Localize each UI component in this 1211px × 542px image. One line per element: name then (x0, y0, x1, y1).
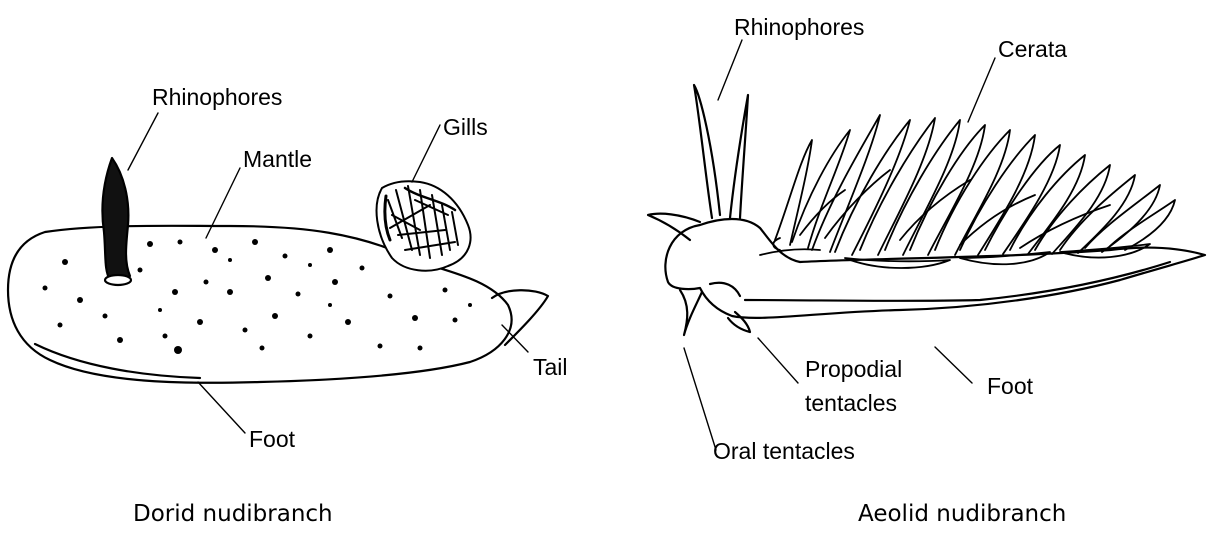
dorid-tail (492, 290, 548, 345)
label-dorid-gills: Gills (443, 116, 488, 139)
label-aeolid-rhinophores: Rhinophores (734, 16, 864, 39)
label-aeolid-cerata: Cerata (998, 38, 1067, 61)
dorid-gills (377, 181, 471, 270)
caption-aeolid: Aeolid nudibranch (858, 503, 1066, 526)
label-aeolid-foot: Foot (987, 375, 1033, 398)
label-dorid-rhinophores: Rhinophores (152, 86, 282, 109)
label-dorid-foot: Foot (249, 428, 295, 451)
leader-aeolid-oral-tentacles (684, 348, 716, 450)
leader-dorid-mantle (206, 168, 240, 238)
aeolid-cerata (760, 115, 1175, 268)
leader-aeolid-cerata (968, 58, 995, 122)
leader-dorid-foot (198, 382, 245, 433)
aeolid-leaders (684, 40, 995, 450)
label-aeolid-propodial-line2: tentacles (805, 392, 897, 415)
leader-dorid-gills (412, 125, 440, 182)
aeolid-foot-edge (745, 262, 1170, 301)
leader-aeolid-propodial (758, 338, 798, 383)
leader-aeolid-rhinophores (718, 40, 742, 100)
aeolid-rhinophore-2 (730, 95, 748, 218)
label-dorid-tail: Tail (533, 356, 568, 379)
caption-dorid: Dorid nudibranch (133, 503, 333, 526)
label-aeolid-oral-tentacles: Oral tentacles (713, 440, 855, 463)
dorid-rhinophore (102, 158, 130, 281)
aeolid-oral-tentacle-3 (710, 283, 740, 296)
leader-aeolid-foot (935, 347, 972, 383)
aeolid-rhinophore-1 (694, 85, 720, 218)
aeolid-oral-tentacle-1 (680, 290, 702, 335)
aeolid-drawing (648, 40, 1205, 450)
dorid-leaders (128, 113, 528, 433)
leader-dorid-rhinophores (128, 113, 158, 170)
label-dorid-mantle: Mantle (243, 148, 312, 171)
label-aeolid-propodial-line1: Propodial (805, 358, 902, 381)
